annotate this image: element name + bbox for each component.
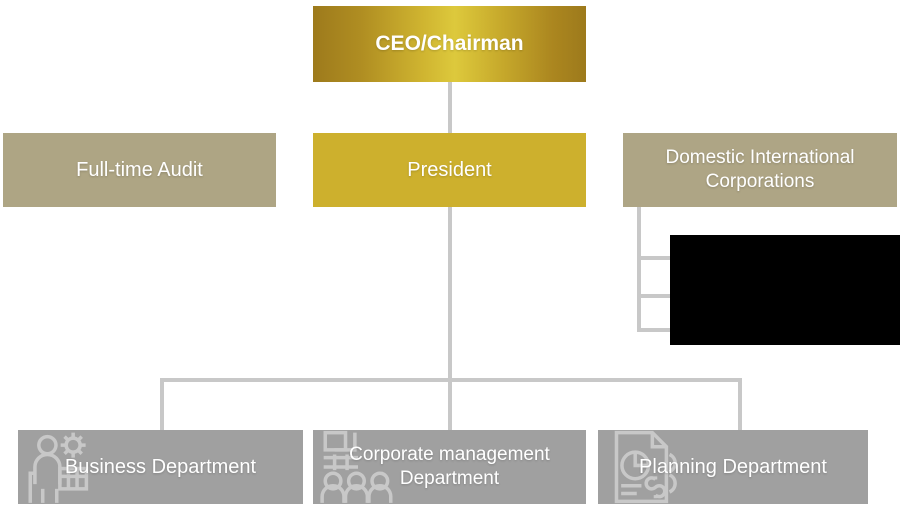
org-node-ceo[interactable]: CEO/Chairman — [313, 6, 586, 82]
org-node-domestic-international-corporations[interactable]: Domestic International Corporations — [623, 133, 897, 207]
org-node-business-department[interactable]: Business Department — [18, 430, 303, 504]
org-node-planning-department[interactable]: Planning Department — [598, 430, 868, 504]
connector-drop-business — [160, 378, 164, 432]
org-node-corporate-management-department-label: Corporate management Department — [349, 444, 550, 489]
org-node-president[interactable]: President — [313, 133, 586, 207]
org-node-full-time-audit[interactable]: Full-time Audit — [3, 133, 276, 207]
org-node-president-label: President — [407, 158, 492, 181]
org-node-full-time-audit-label: Full-time Audit — [76, 158, 203, 181]
org-node-planning-department-label: Planning Department — [639, 455, 827, 478]
connector-president-trunk — [448, 207, 452, 378]
connector-drop-planning — [738, 378, 742, 432]
redacted-block — [670, 235, 900, 345]
org-node-business-department-label: Business Department — [64, 455, 257, 478]
connector-domestic-stub-3 — [637, 328, 675, 332]
org-node-ceo-label: CEO/Chairman — [375, 31, 524, 55]
connector-domestic-spine — [637, 207, 641, 332]
connector-ceo-to-president — [448, 82, 452, 133]
connector-drop-corporate — [448, 378, 452, 432]
org-node-domestic-international-corporations-label: Domestic International Corporations — [665, 147, 855, 192]
org-node-corporate-management-department[interactable]: Corporate management Department — [313, 430, 586, 504]
connector-domestic-stub-1 — [637, 256, 675, 260]
connector-domestic-stub-2 — [637, 294, 675, 298]
